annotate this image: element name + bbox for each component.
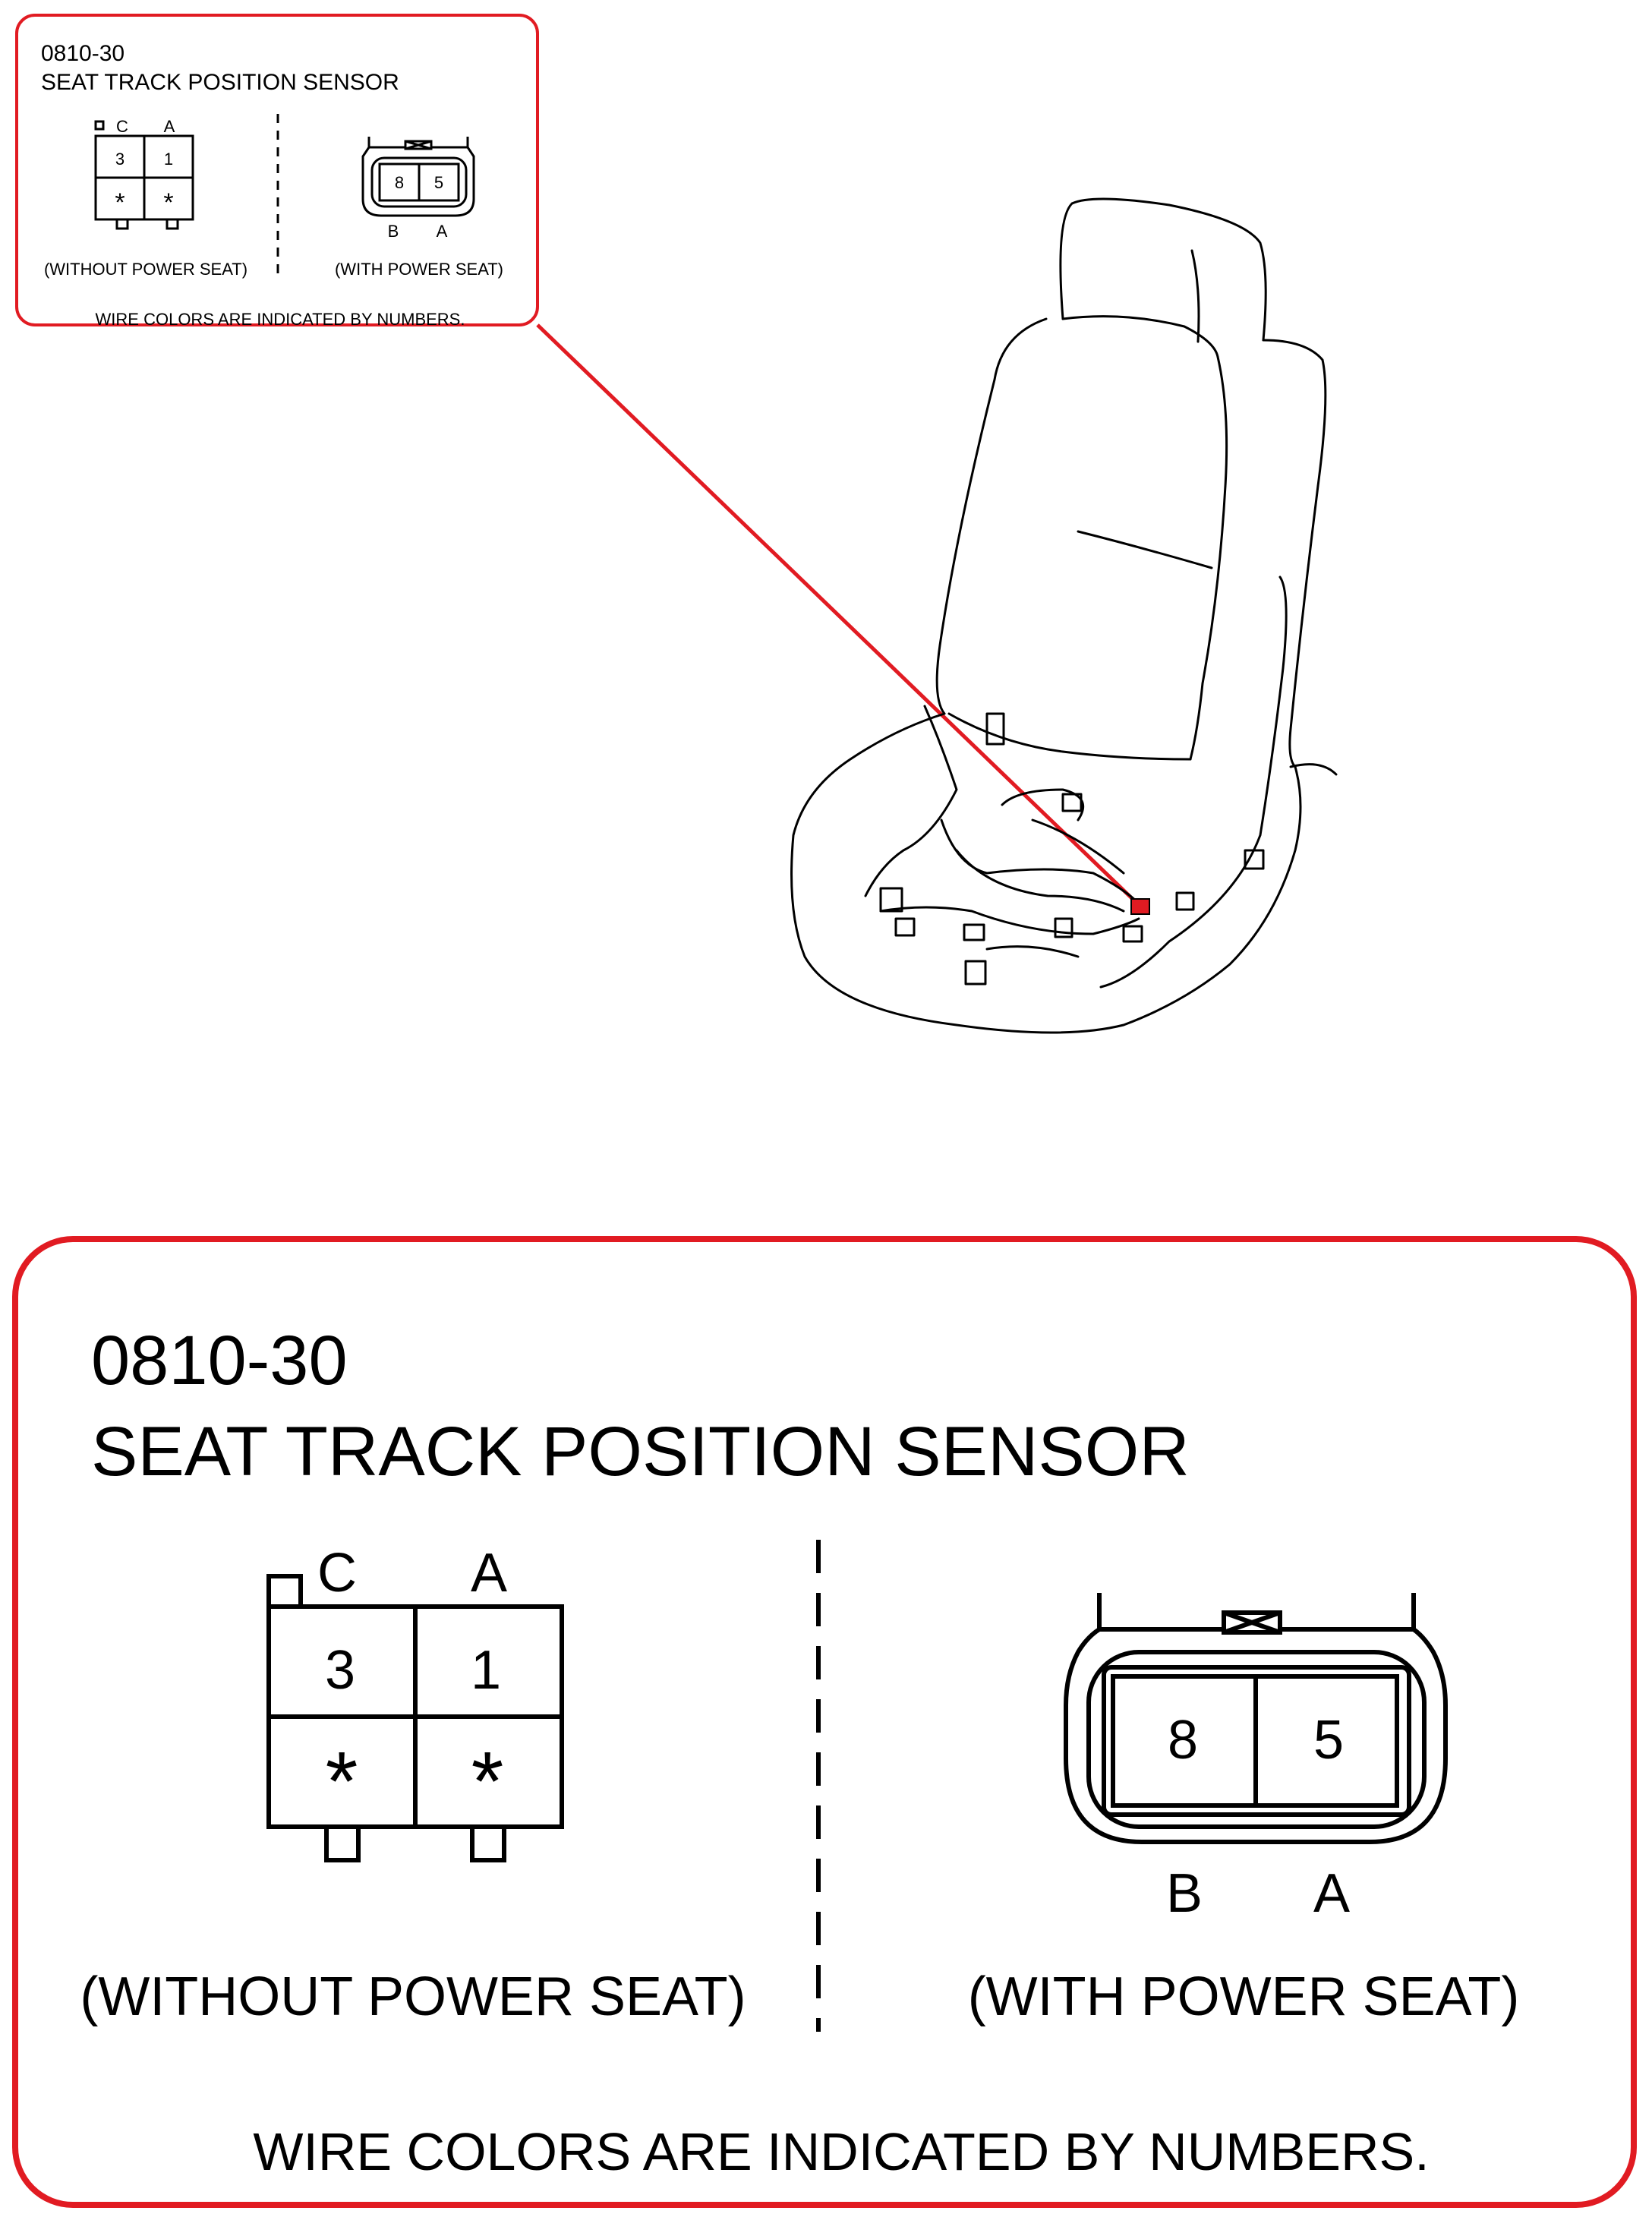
- small-left-pin-star-1: *: [115, 188, 125, 217]
- small-connector-code: 0810-30: [41, 41, 125, 66]
- large-right-terminal-b: B: [1166, 1863, 1203, 1924]
- large-connector-drawings: C A 3 1 * * 8 5 B A (WITHOUT POWER SEAT)…: [80, 1540, 1520, 2181]
- small-right-pin-8: 8: [395, 173, 404, 192]
- large-left-caption: (WITHOUT POWER SEAT): [80, 1966, 746, 2027]
- large-left-pin-star-2: *: [471, 1735, 504, 1828]
- small-left-pin-3: 3: [115, 150, 125, 169]
- small-left-pin-1: 1: [164, 150, 173, 169]
- large-left-terminal-c: C: [317, 1543, 357, 1604]
- small-left-pin-star-2: *: [163, 188, 173, 217]
- seat-outline: [790, 197, 1338, 1034]
- small-right-terminal-b: B: [388, 222, 399, 241]
- large-left-terminal-a: A: [471, 1543, 507, 1604]
- large-right-pin-5: 5: [1313, 1710, 1344, 1771]
- large-note: WIRE COLORS ARE INDICATED BY NUMBERS.: [253, 2122, 1429, 2181]
- large-connector-title: SEAT TRACK POSITION SENSOR: [91, 1413, 1190, 1490]
- small-left-terminal-a: A: [164, 117, 175, 136]
- small-connector-title: SEAT TRACK POSITION SENSOR: [41, 70, 399, 95]
- small-note: WIRE COLORS ARE INDICATED BY NUMBERS.: [96, 310, 465, 329]
- small-callout-box: 0810-30 SEAT TRACK POSITION SENSOR C A 3…: [15, 14, 539, 329]
- small-left-connector-diagram: [94, 120, 194, 230]
- large-connector-code: 0810-30: [91, 1322, 348, 1399]
- large-left-pin-star-1: *: [326, 1735, 358, 1828]
- large-right-caption: (WITH POWER SEAT): [968, 1966, 1520, 2027]
- large-right-pin-8: 8: [1168, 1710, 1198, 1771]
- highlighted-sensor-connector: [1130, 898, 1150, 915]
- large-callout-box: 0810-30 SEAT TRACK POSITION SENSOR C A 3…: [12, 1236, 1637, 2208]
- small-right-terminal-a: A: [437, 222, 448, 241]
- small-right-pin-5: 5: [434, 173, 443, 192]
- large-left-connector-diagram: [266, 1574, 564, 1862]
- large-left-pin-3: 3: [325, 1640, 355, 1701]
- large-right-terminal-a: A: [1313, 1863, 1350, 1924]
- small-left-terminal-c: C: [116, 117, 128, 136]
- small-right-connector-diagram: [361, 137, 475, 217]
- small-connector-drawings: C A 3 1 * * 8 5 B A (WITHOUT POWER SEAT)…: [44, 114, 503, 329]
- small-right-caption: (WITH POWER SEAT): [335, 260, 503, 279]
- large-right-connector-diagram: [1064, 1593, 1448, 1844]
- large-left-pin-1: 1: [471, 1640, 501, 1701]
- small-left-caption: (WITHOUT POWER SEAT): [44, 260, 247, 279]
- leader-line: [536, 323, 1139, 905]
